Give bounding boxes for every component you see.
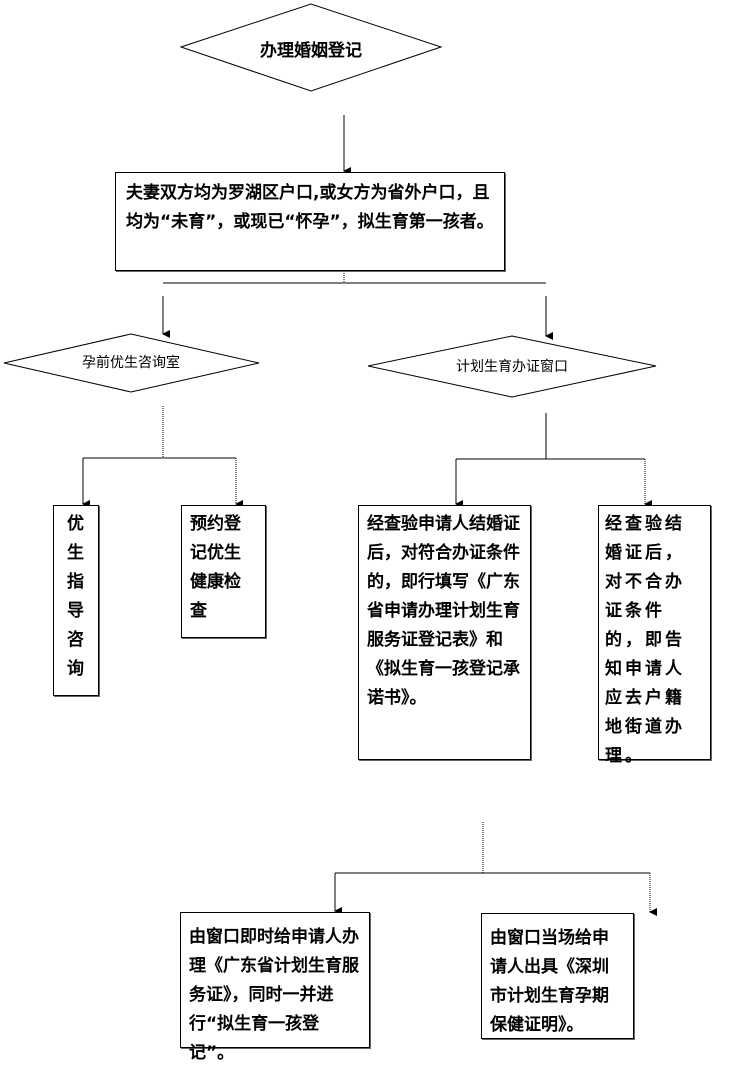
marriage-registration-label: 办理婚姻登记 <box>260 41 362 61</box>
ineligible-text: 经查验结婚证后，对不合办证条件的，即告知申请人应去户籍地街道办理。 <box>605 514 685 766</box>
diamond-marriage-registration <box>179 3 443 92</box>
outcome-certificate-text: 由窗口即时给申请人办理《广东省计划生育服务证》，同时一并进行“拟生育一孩登记”。 <box>189 927 359 1063</box>
eligible-box: 经查验申请人结婚证后，对符合办证条件的，即行填写《广东省申请办理计划生育服务证登… <box>358 505 531 760</box>
prenatal-consult-label: 孕前优生咨询室 <box>82 355 180 371</box>
outcome-pregnancy-proof-box: 由窗口当场给申请人出具《深圳市计划生育孕期保健证明》。 <box>481 913 634 1039</box>
diamond-prenatal-consult <box>3 333 260 393</box>
checkup-text: 预约登记优生健康检查 <box>190 514 241 621</box>
condition-text: 夫妻双方均为罗湖区户口,或女方为省外户口，且均为“未育”，或现已“怀孕”，拟生育… <box>126 183 494 232</box>
diamond-certificate-window <box>367 335 657 398</box>
ineligible-box: 经查验结婚证后，对不合办证条件的，即告知申请人应去户籍地街道办理。 <box>598 505 711 766</box>
checkup-box: 预约登记优生健康检查 <box>181 505 266 638</box>
outcome-pregnancy-proof-text: 由窗口当场给申请人出具《深圳市计划生育孕期保健证明》。 <box>490 928 609 1035</box>
condition-box: 夫妻双方均为罗湖区户口,或女方为省外户口，且均为“未育”，或现已“怀孕”，拟生育… <box>115 172 505 271</box>
guidance-box: 优生指导咨询 <box>53 505 99 696</box>
outcome-certificate-box: 由窗口即时给申请人办理《广东省计划生育服务证》，同时一并进行“拟生育一孩登记”。 <box>180 912 370 1063</box>
eligible-text: 经查验申请人结婚证后，对符合办证条件的，即行填写《广东省申请办理计划生育服务证登… <box>367 514 520 708</box>
guidance-text: 优生指导咨询 <box>67 514 84 679</box>
certificate-window-label: 计划生育办证窗口 <box>456 359 568 375</box>
